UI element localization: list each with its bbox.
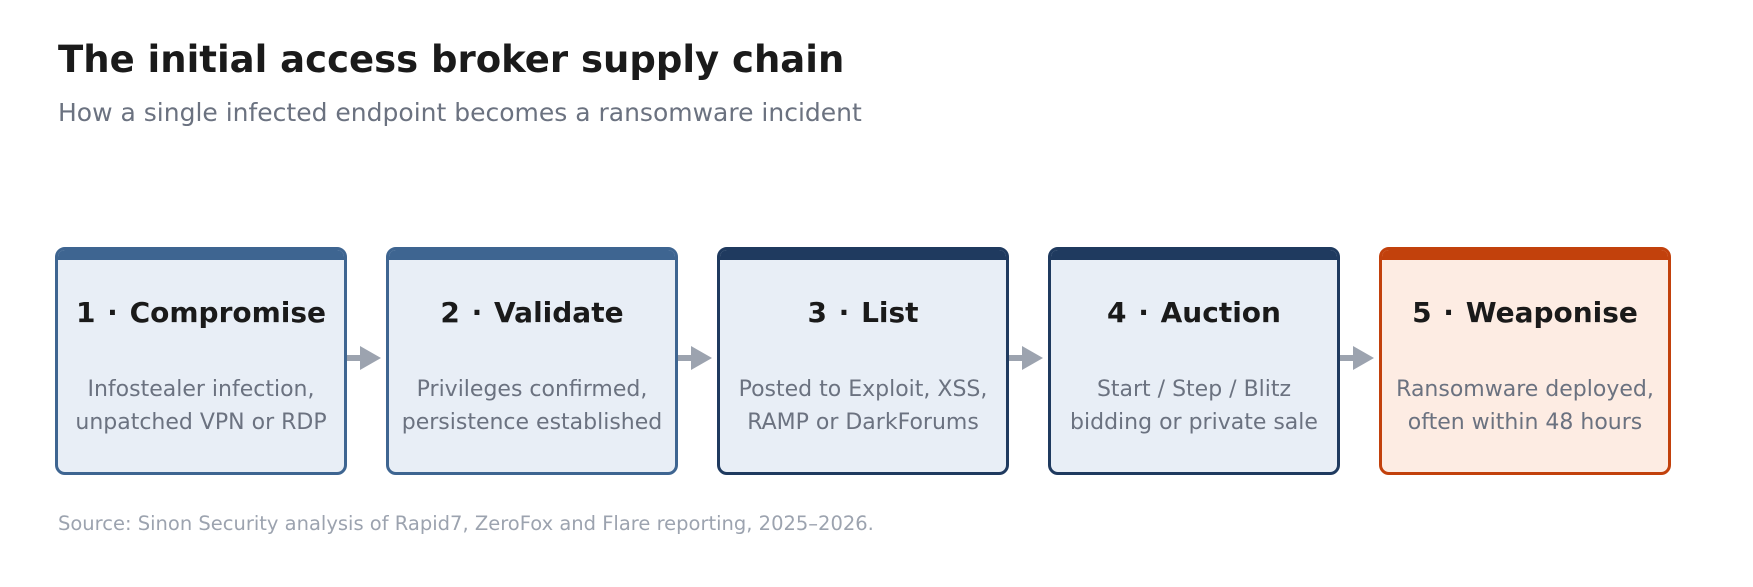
- stage-accent-bar: [1051, 250, 1337, 260]
- source-note: Source: Sinon Security analysis of Rapid…: [58, 512, 874, 535]
- stage-description-line: Infostealer infection,: [87, 377, 315, 402]
- stage-name: Compromise: [129, 296, 327, 329]
- stage-description-line: Ransomware deployed,: [1396, 377, 1654, 402]
- stage-number: 2: [440, 296, 460, 329]
- stage-name: Weaponise: [1465, 296, 1638, 329]
- stage-separator: ·: [471, 296, 483, 329]
- stage-heading: 4 · Auction: [1051, 296, 1337, 330]
- stage-separator: ·: [1443, 296, 1454, 329]
- stage-number: 5: [1412, 296, 1432, 329]
- stage-name: Auction: [1160, 296, 1281, 329]
- stage-accent-bar: [720, 250, 1006, 260]
- stage-description: Start / Step / Blitz bidding or private …: [1055, 373, 1333, 439]
- stage-description-line: often within 48 hours: [1407, 410, 1643, 435]
- stage-auction: 4 · Auction Start / Step / Blitz bidding…: [1048, 247, 1340, 475]
- stage-description-line: RAMP or DarkForums: [747, 410, 979, 435]
- flow-arrow-icon: [347, 346, 381, 370]
- stage-heading: 3 · List: [720, 296, 1006, 330]
- stage-list: 3 · List Posted to Exploit, XSS, RAMP or…: [717, 247, 1009, 475]
- stage-number: 1: [75, 296, 96, 329]
- stage-heading: 1 · Compromise: [58, 296, 344, 330]
- stage-name: List: [861, 296, 919, 329]
- stage-validate: 2 · Validate Privileges confirmed, persi…: [386, 247, 678, 475]
- stage-description-line: bidding or private sale: [1070, 410, 1318, 435]
- stage-description: Posted to Exploit, XSS, RAMP or DarkForu…: [724, 373, 1002, 439]
- stage-description-line: unpatched VPN or RDP: [75, 410, 327, 435]
- stage-heading: 2 · Validate: [389, 296, 675, 330]
- diagram-subtitle: How a single infected endpoint becomes a…: [58, 98, 862, 127]
- diagram-title: The initial access broker supply chain: [58, 38, 845, 81]
- flow-arrow-icon: [1340, 346, 1374, 370]
- stage-weaponise: 5 · Weaponise Ransomware deployed, often…: [1379, 247, 1671, 475]
- stage-accent-bar: [58, 250, 344, 260]
- stage-description-line: persistence established: [401, 410, 663, 435]
- stage-number: 4: [1107, 296, 1127, 329]
- stage-description: Privileges confirmed, persistence establ…: [393, 373, 671, 439]
- flow-arrow-icon: [678, 346, 712, 370]
- stage-description: Ransomware deployed, often within 48 hou…: [1386, 373, 1664, 439]
- stage-number: 3: [807, 296, 827, 329]
- stage-description: Infostealer infection, unpatched VPN or …: [62, 373, 340, 439]
- stage-accent-bar: [1382, 250, 1668, 260]
- flow-arrow-icon: [1009, 346, 1043, 370]
- stage-name: Validate: [494, 296, 624, 329]
- stage-accent-bar: [389, 250, 675, 260]
- stage-compromise: 1 · Compromise Infostealer infection, un…: [55, 247, 347, 475]
- stage-separator: ·: [107, 296, 118, 329]
- stage-description-line: Start / Step / Blitz: [1096, 377, 1292, 402]
- stage-heading: 5 · Weaponise: [1382, 296, 1668, 330]
- stage-description-line: Posted to Exploit, XSS,: [738, 377, 988, 402]
- stage-separator: ·: [1138, 296, 1149, 329]
- stage-description-line: Privileges confirmed,: [416, 377, 648, 402]
- stage-separator: ·: [838, 296, 850, 329]
